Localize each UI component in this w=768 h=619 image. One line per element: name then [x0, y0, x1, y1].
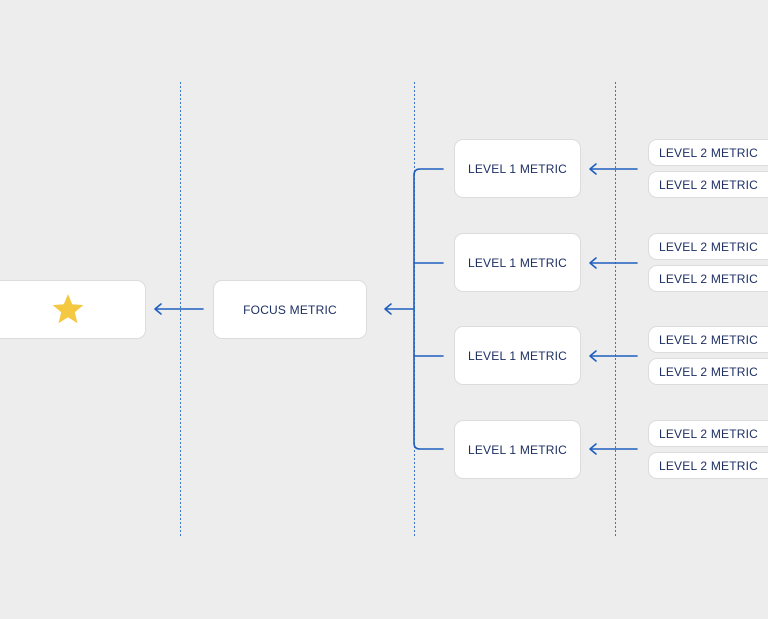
star-icon	[52, 294, 84, 324]
level1-metric-label: LEVEL 1 METRIC	[467, 348, 568, 363]
level2-metric-card: LEVEL 2 METRIC	[648, 326, 768, 353]
level2-metric-card: LEVEL 2 METRIC	[648, 265, 768, 292]
level2-metric-label: LEVEL 2 METRIC	[658, 332, 759, 347]
level2-metric-label: LEVEL 2 METRIC	[658, 271, 759, 286]
level2-metric-label: LEVEL 2 METRIC	[658, 145, 759, 160]
arrow-level2-to-level1	[589, 350, 638, 362]
level1-metric-label: LEVEL 1 METRIC	[467, 255, 568, 270]
level2-metric-card: LEVEL 2 METRIC	[648, 358, 768, 385]
level2-metric-label: LEVEL 2 METRIC	[658, 458, 759, 473]
level2-metric-label: LEVEL 2 METRIC	[658, 364, 759, 379]
level2-metric-card: LEVEL 2 METRIC	[648, 452, 768, 479]
level2-metric-label: LEVEL 2 METRIC	[658, 426, 759, 441]
bracket-level1-to-focus	[384, 168, 444, 450]
level1-metric-card: LEVEL 1 METRIC	[454, 139, 581, 198]
arrow-level2-to-level1	[589, 257, 638, 269]
arrow-level2-to-level1	[589, 163, 638, 175]
level2-metric-label: LEVEL 2 METRIC	[658, 239, 759, 254]
level1-metric-card: LEVEL 1 METRIC	[454, 420, 581, 479]
level2-metric-label: LEVEL 2 METRIC	[658, 177, 759, 192]
level1-metric-label: LEVEL 1 METRIC	[467, 161, 568, 176]
arrow-level2-to-level1	[589, 443, 638, 455]
level1-metric-card: LEVEL 1 METRIC	[454, 233, 581, 292]
level2-metric-card: LEVEL 2 METRIC	[648, 420, 768, 447]
focus-metric-card: FOCUS METRIC	[213, 280, 367, 339]
level1-metric-label: LEVEL 1 METRIC	[467, 442, 568, 457]
level2-metric-card: LEVEL 2 METRIC	[648, 171, 768, 198]
focus-metric-label: FOCUS METRIC	[243, 302, 337, 317]
arrow-focus-to-goal	[154, 303, 204, 315]
level1-metric-card: LEVEL 1 METRIC	[454, 326, 581, 385]
level2-metric-card: LEVEL 2 METRIC	[648, 139, 768, 166]
level2-metric-card: LEVEL 2 METRIC	[648, 233, 768, 260]
